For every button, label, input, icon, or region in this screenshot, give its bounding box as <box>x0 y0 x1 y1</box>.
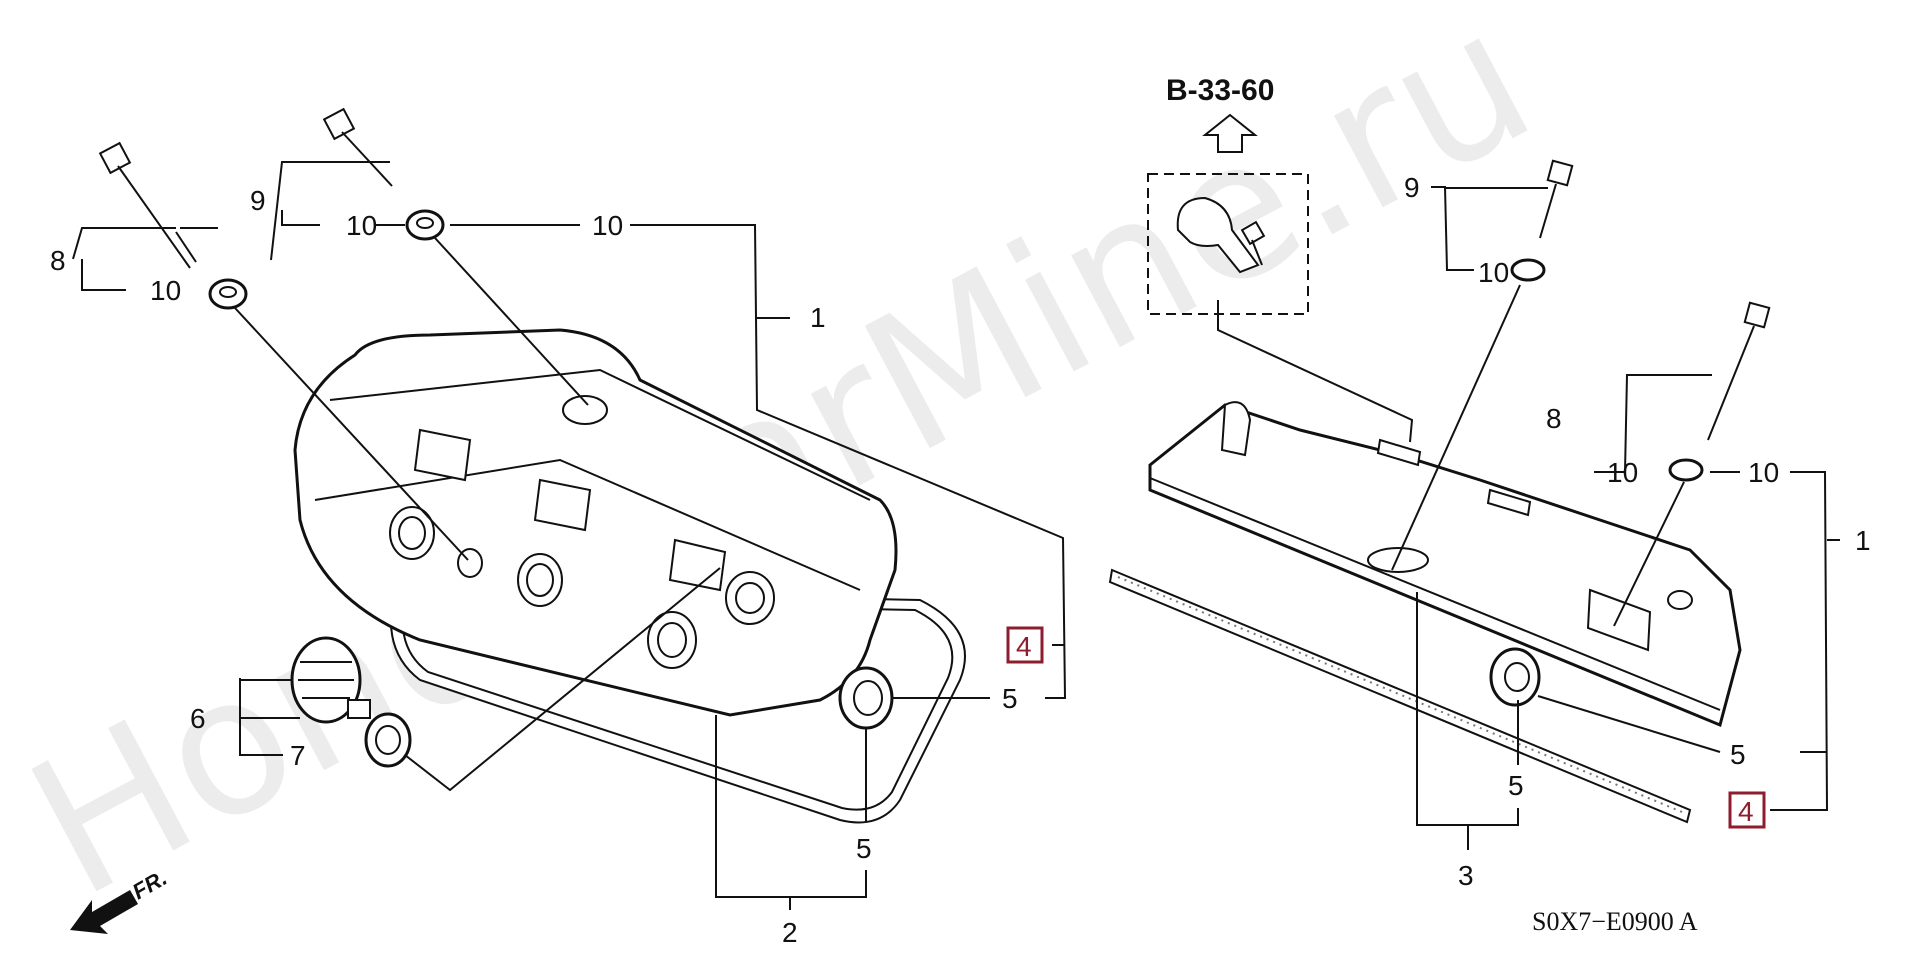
left-callout-10-a: 10 <box>150 275 181 306</box>
left-grommet-b[interactable] <box>405 209 445 241</box>
left-callout-4-box <box>1006 626 1044 664</box>
left-callout-10-b: 10 <box>346 210 377 241</box>
right-callout-3: 3 <box>1458 860 1474 891</box>
right-grommet-b[interactable] <box>1668 458 1704 482</box>
right-callout-5-a: 5 <box>1730 739 1746 770</box>
left-callout-5-b: 5 <box>856 833 872 864</box>
right-valve-cover[interactable] <box>1148 401 1742 728</box>
left-seal-5[interactable] <box>838 666 894 730</box>
right-seal-5[interactable] <box>1489 647 1541 707</box>
right-bolt-9[interactable] <box>1539 159 1574 239</box>
right-callout-8: 8 <box>1546 403 1562 434</box>
right-callout-1: 1 <box>1855 525 1871 556</box>
left-bolt-9[interactable] <box>322 107 393 187</box>
left-assembly: 1 2 4 5 5 6 7 8 9 10 10 10 <box>50 107 1067 948</box>
left-bolt-8[interactable] <box>98 141 197 269</box>
left-oring-7[interactable] <box>364 712 412 768</box>
clip-detail-box <box>1147 173 1309 315</box>
right-callout-5-b: 5 <box>1508 770 1524 801</box>
harness-clip[interactable] <box>1176 196 1266 274</box>
right-assembly: B-33-60 <box>1108 74 1871 891</box>
right-callout-10-c: 10 <box>1748 457 1779 488</box>
left-valve-cover[interactable] <box>293 328 898 717</box>
left-callout-7: 7 <box>290 740 306 771</box>
right-gasket-3[interactable] <box>1108 568 1692 824</box>
reference-section-label[interactable]: B-33-60 <box>1166 74 1274 107</box>
left-callout-6: 6 <box>190 703 206 734</box>
left-callout-2: 2 <box>782 917 798 948</box>
reference-arrow-icon <box>1202 113 1258 153</box>
right-callout-4[interactable]: 4 <box>1738 796 1754 827</box>
left-callout-5-a: 5 <box>1002 683 1018 714</box>
left-grommet-a[interactable] <box>208 278 248 310</box>
right-grommet-a[interactable] <box>1510 258 1546 282</box>
right-callout-10-a: 10 <box>1478 257 1509 288</box>
right-callout-10-b: 10 <box>1607 457 1638 488</box>
right-callout-4-box <box>1728 791 1766 829</box>
front-arrow-icon <box>70 890 138 934</box>
left-callout-9: 9 <box>250 185 266 216</box>
diagram-code: S0X7−E0900 A <box>1532 907 1698 936</box>
left-callout-10-c: 10 <box>592 210 623 241</box>
right-bolt-8[interactable] <box>1707 301 1771 441</box>
left-callout-4[interactable]: 4 <box>1016 631 1032 662</box>
left-callout-8: 8 <box>50 245 66 276</box>
left-callout-1: 1 <box>810 302 826 333</box>
right-callout-9: 9 <box>1404 172 1420 203</box>
